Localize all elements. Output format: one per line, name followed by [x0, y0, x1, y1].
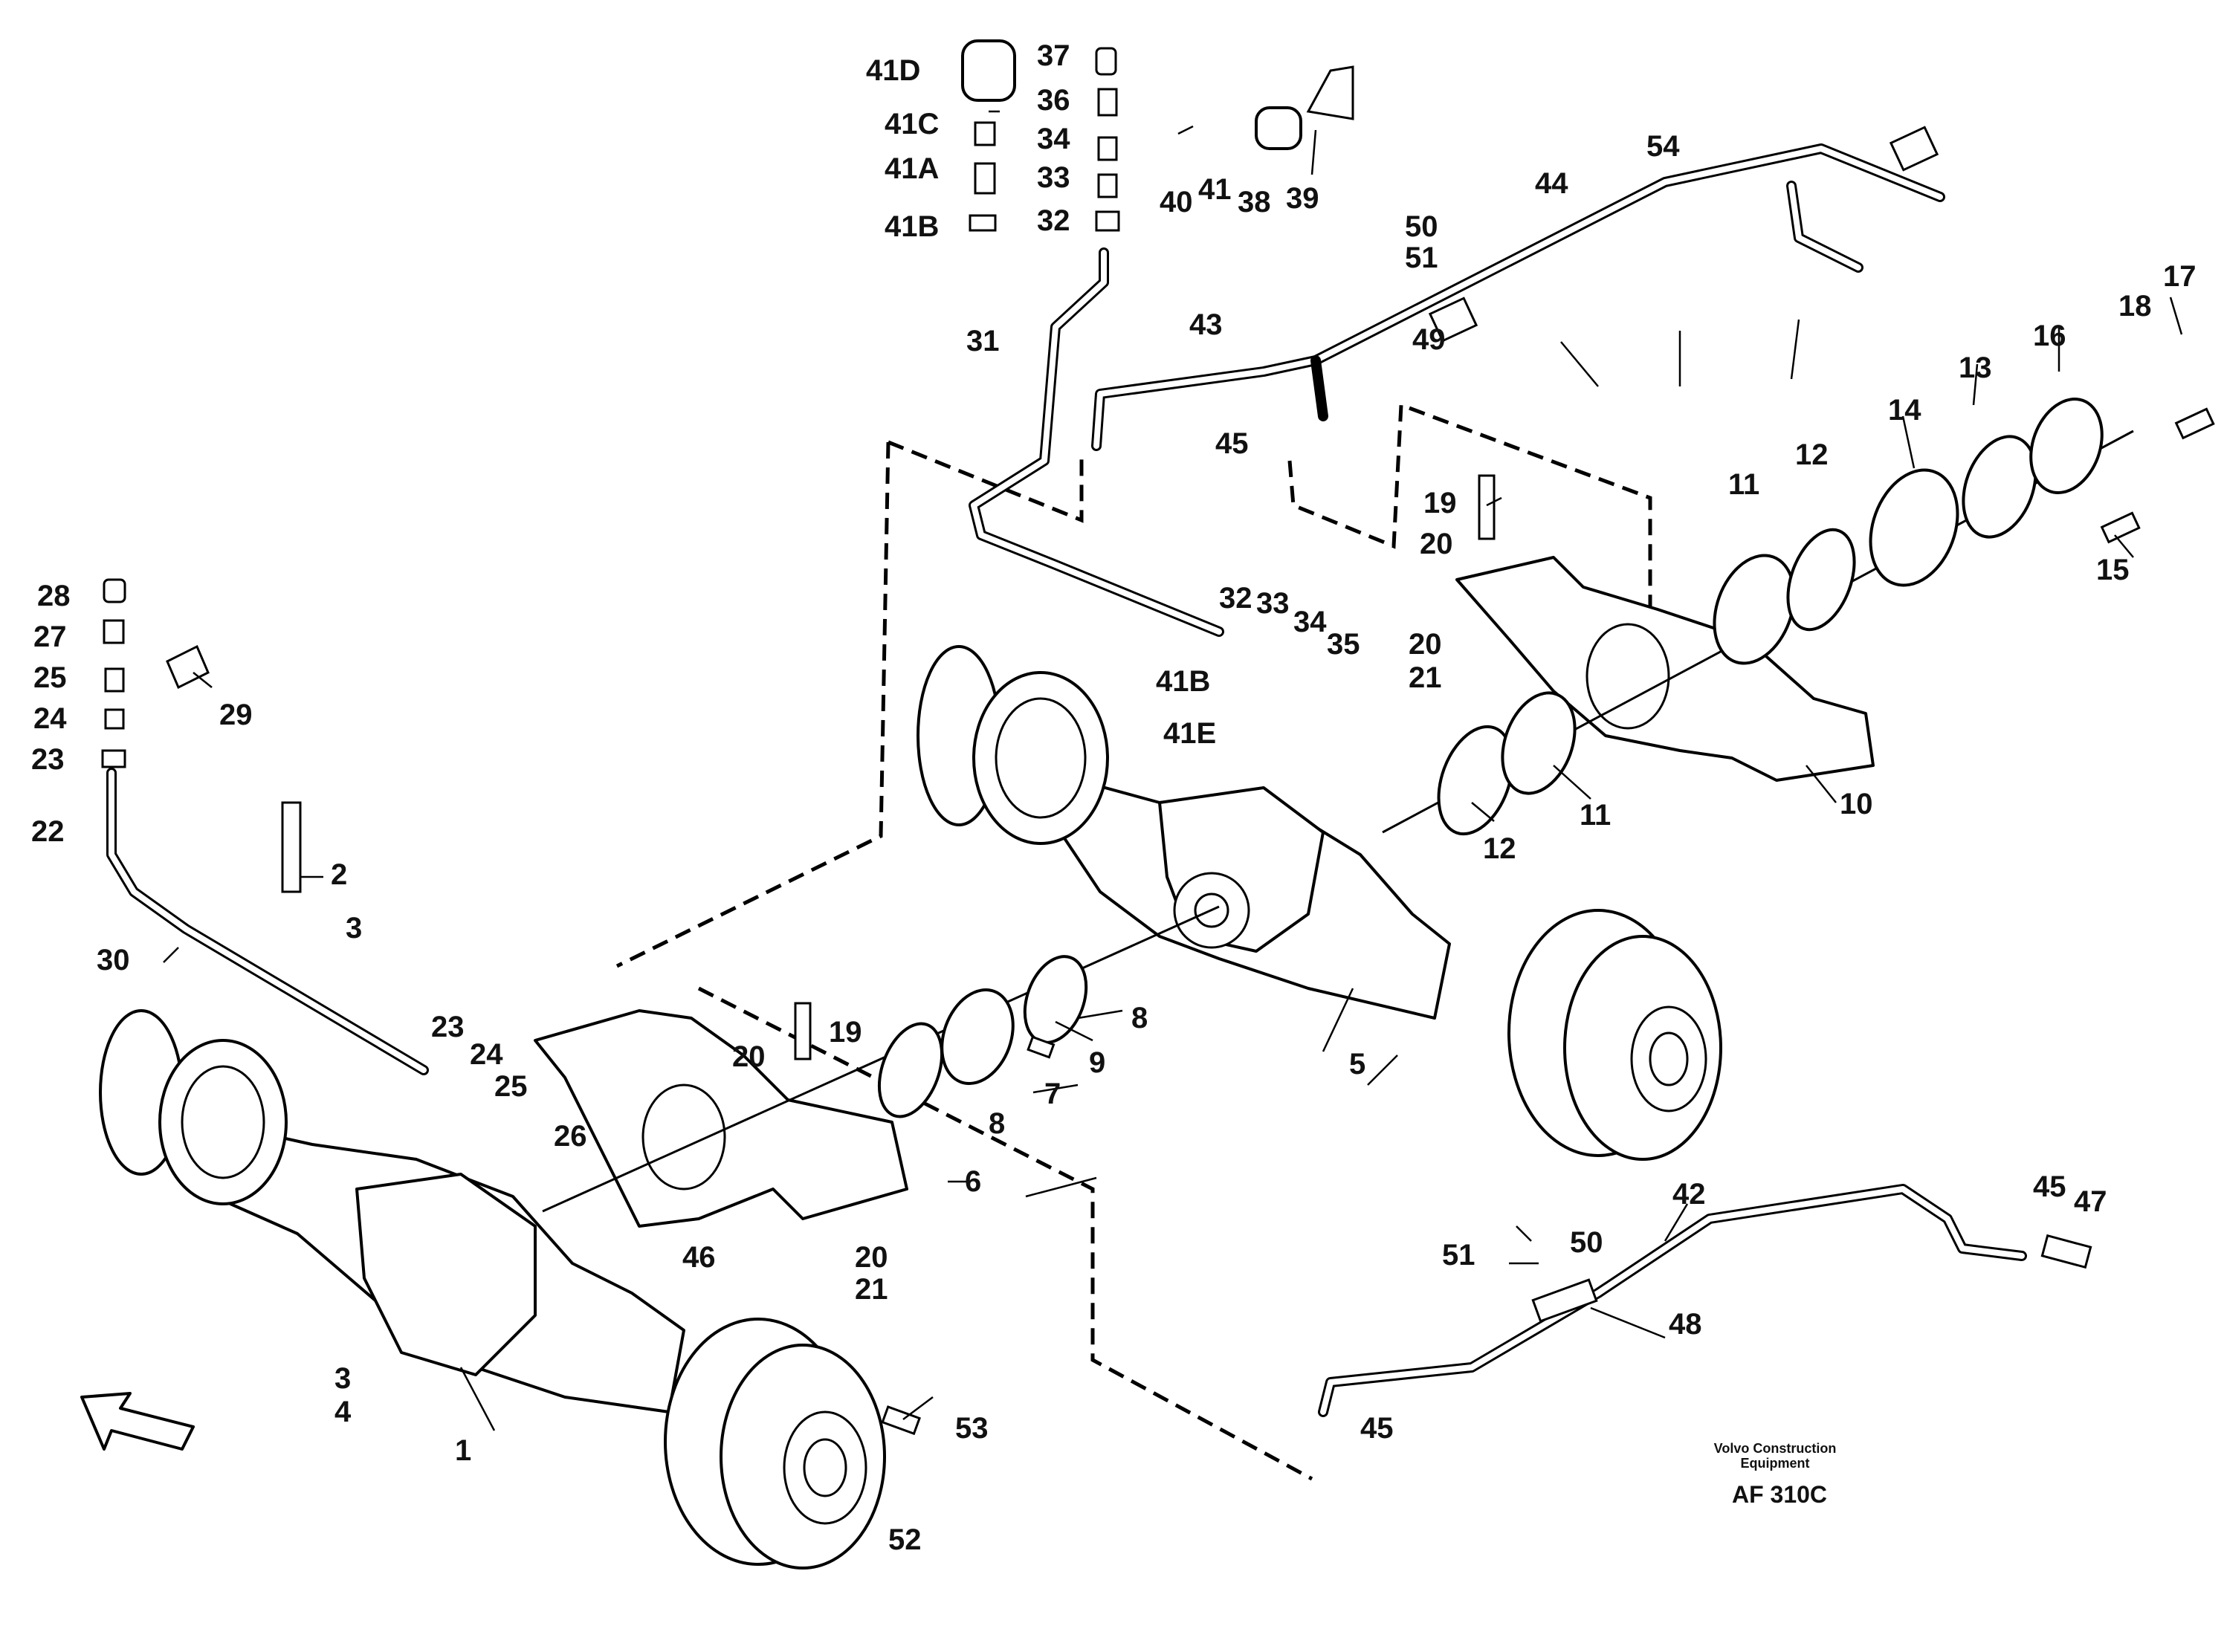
callout-7: 7: [1044, 1078, 1061, 1110]
callout-50-top: 50: [1405, 210, 1438, 243]
callout-29: 29: [219, 699, 253, 731]
callout-4: 4: [334, 1396, 352, 1428]
caption-maker-line1: Volvo Construction: [1714, 1441, 1837, 1456]
callout-18: 18: [2118, 290, 2152, 323]
callout-16: 16: [2033, 320, 2066, 352]
callout-33-top: 33: [1037, 161, 1070, 194]
leader-lines: [163, 110, 2183, 1431]
callout-10: 10: [1840, 788, 1873, 820]
callout-3-top: 3: [346, 912, 362, 945]
callout-23-mid: 23: [431, 1011, 465, 1043]
callout-20-left-top: 20: [732, 1040, 766, 1073]
callout-33-mid: 33: [1256, 587, 1290, 620]
callout-25-mid: 25: [494, 1070, 528, 1103]
callout-24-left: 24: [33, 702, 67, 735]
callout-27: 27: [33, 621, 67, 653]
callout-41c: 41C: [885, 108, 939, 140]
callout-32-top: 32: [1037, 204, 1070, 237]
callout-47: 47: [2074, 1185, 2107, 1218]
callout-13: 13: [1959, 352, 1992, 384]
brake-lines: [106, 143, 2027, 1417]
callout-41: 41: [1198, 173, 1232, 206]
callout-48: 48: [1669, 1308, 1702, 1341]
callout-3-bottom: 3: [334, 1362, 351, 1395]
callout-45-bottom: 45: [1360, 1412, 1394, 1445]
callout-26: 26: [554, 1120, 587, 1153]
callout-12-bottom: 12: [1483, 832, 1516, 865]
caption-maker-line2: Equipment: [1741, 1456, 1810, 1471]
callout-8-bottom: 8: [989, 1107, 1005, 1140]
callout-51-top: 51: [1405, 242, 1438, 274]
callout-2: 2: [331, 858, 347, 891]
caption-code: AF 310C: [1732, 1481, 1827, 1508]
callout-41d: 41D: [866, 54, 920, 87]
callout-25-left: 25: [33, 661, 67, 694]
callout-39: 39: [1286, 182, 1319, 215]
callout-53: 53: [955, 1412, 989, 1445]
assembly-dashed-outline: [615, 402, 1652, 1481]
callout-22: 22: [31, 815, 65, 848]
callout-31: 31: [966, 325, 1000, 357]
callout-41b-top: 41B: [885, 210, 939, 243]
callout-54: 54: [1646, 130, 1680, 163]
callout-5: 5: [1349, 1048, 1365, 1081]
callout-44: 44: [1535, 167, 1568, 200]
callout-41b-mid: 41B: [1156, 665, 1210, 698]
rear-mount-bracket: [1455, 556, 1875, 782]
callout-20-right-top: 20: [1420, 528, 1453, 560]
callout-30: 30: [97, 944, 130, 976]
part-callouts: 41D 41C 41A 41B 37 36 34 33 32 40 41 38 …: [31, 39, 2196, 1556]
callout-6: 6: [965, 1165, 981, 1198]
callout-9: 9: [1089, 1046, 1105, 1079]
callout-40: 40: [1160, 186, 1193, 218]
callout-21-left: 21: [855, 1273, 888, 1306]
callout-42: 42: [1672, 1178, 1706, 1211]
callout-24-mid: 24: [470, 1038, 503, 1071]
callout-38: 38: [1238, 186, 1271, 218]
callout-14: 14: [1888, 394, 1921, 427]
callout-34-mid: 34: [1293, 606, 1327, 638]
callout-45-right: 45: [2033, 1170, 2066, 1203]
callout-41e: 41E: [1163, 717, 1216, 750]
callout-11-bottom: 11: [1580, 799, 1611, 832]
front-direction-arrow-icon: [80, 1392, 195, 1451]
callout-12-top: 12: [1795, 438, 1829, 471]
callout-41a: 41A: [885, 152, 939, 185]
front-axle-assembly: [99, 1009, 886, 1570]
callout-11-top: 11: [1728, 468, 1759, 501]
callout-35: 35: [1327, 628, 1360, 661]
rear-seal-rings-and-flanges: [1437, 398, 2104, 836]
drawing-caption: Volvo Construction Equipment AF 310C: [1714, 1441, 1837, 1508]
callout-17: 17: [2163, 260, 2196, 293]
callout-46: 46: [682, 1241, 716, 1274]
callout-19-right: 19: [1423, 487, 1457, 519]
callout-20-left-bottom: 20: [855, 1241, 888, 1274]
callout-8-top: 8: [1131, 1002, 1148, 1034]
callout-15: 15: [2096, 554, 2130, 586]
callout-45-top: 45: [1215, 427, 1249, 460]
callout-52: 52: [888, 1523, 922, 1556]
rear-axle-assembly: [917, 645, 1722, 1161]
callout-51-bottom: 51: [1442, 1239, 1475, 1272]
front-seal-rings: [877, 955, 1088, 1118]
callout-36: 36: [1037, 84, 1070, 117]
callout-20-right-bottom: 20: [1409, 628, 1442, 661]
callout-50-bottom: 50: [1570, 1226, 1603, 1259]
callout-28: 28: [37, 580, 71, 612]
callout-1: 1: [455, 1434, 471, 1467]
callout-23-left: 23: [31, 743, 65, 776]
callout-34-top: 34: [1037, 123, 1070, 155]
callout-19-left: 19: [829, 1016, 862, 1049]
callout-43: 43: [1189, 308, 1223, 341]
callout-21-right: 21: [1409, 661, 1442, 694]
callout-37: 37: [1037, 39, 1070, 72]
callout-49: 49: [1412, 323, 1446, 356]
callout-32-mid: 32: [1219, 582, 1252, 615]
